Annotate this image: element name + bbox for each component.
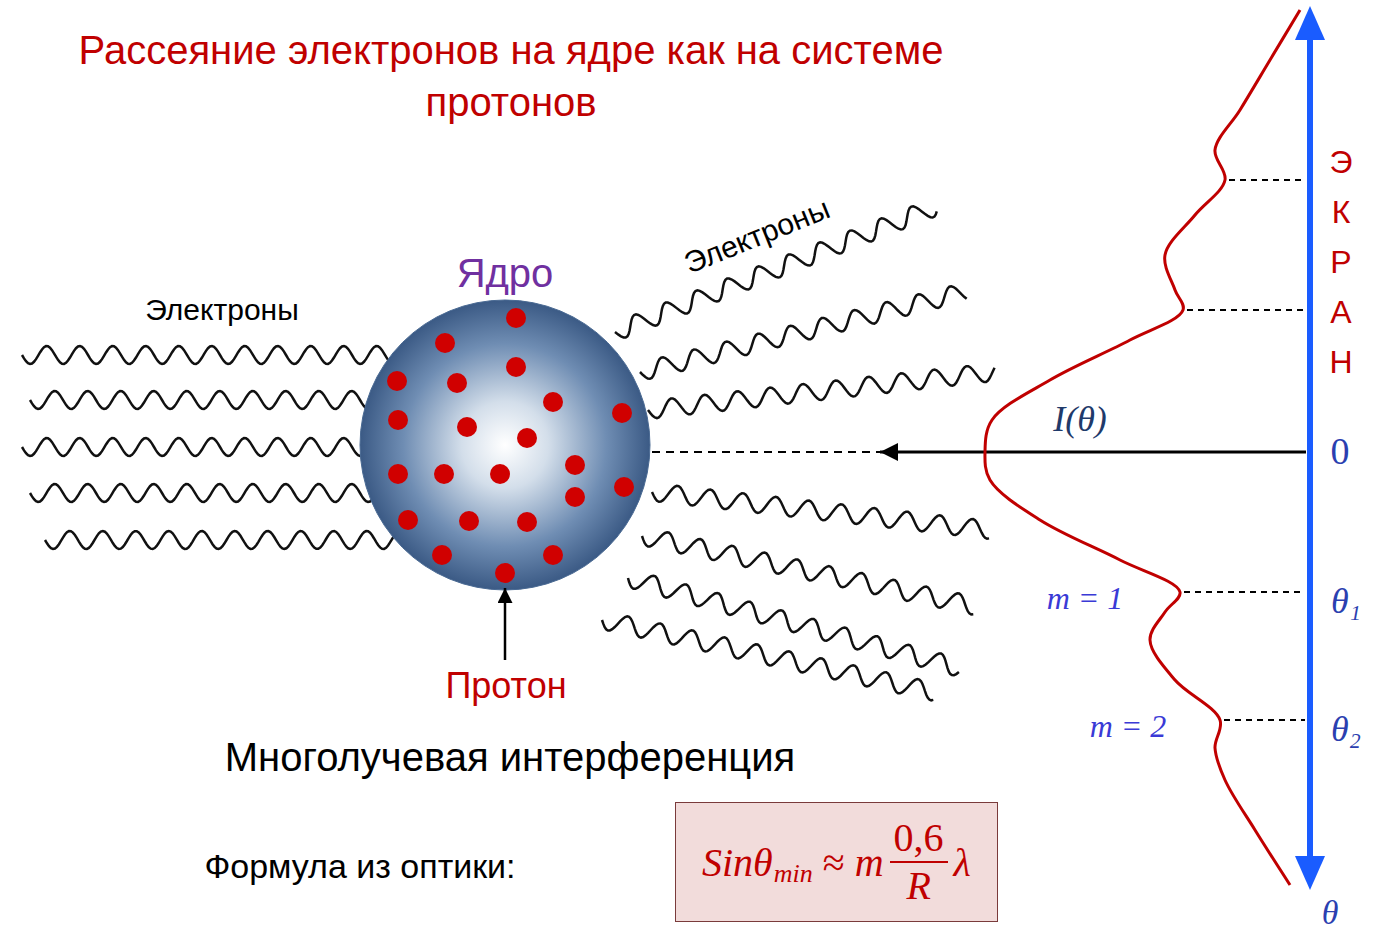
electron-wave bbox=[652, 486, 989, 539]
formula-term: min bbox=[774, 859, 813, 889]
proton-dot bbox=[388, 464, 408, 484]
formula-term: λ bbox=[954, 839, 971, 886]
proton-dot bbox=[434, 464, 454, 484]
proton-pointer bbox=[504, 588, 507, 660]
formula-term: Sinθ bbox=[702, 839, 773, 886]
electron-wave bbox=[22, 438, 410, 456]
proton-dot bbox=[398, 510, 418, 530]
electron-wave bbox=[30, 484, 410, 502]
minimum-leader bbox=[1224, 719, 1305, 721]
proton-dot bbox=[495, 563, 515, 583]
proton-dot bbox=[457, 417, 477, 437]
electron-wave bbox=[30, 391, 410, 409]
formula-term: ≈ bbox=[823, 839, 845, 886]
axis-dashed-line bbox=[652, 451, 880, 453]
part-label: Протон bbox=[445, 664, 566, 707]
electron-wave bbox=[648, 366, 995, 418]
proton-dot bbox=[435, 333, 455, 353]
axis-arrowhead bbox=[1295, 856, 1325, 890]
axis-origin: 0 bbox=[1331, 429, 1350, 475]
title: Рассеяние электронов на ядре как на сист… bbox=[71, 24, 951, 128]
proton-dot bbox=[612, 403, 632, 423]
proton-dot bbox=[490, 464, 510, 484]
screen-label: ЭКРАН bbox=[1325, 137, 1357, 387]
intensity-label: I(θ) bbox=[1053, 398, 1107, 441]
minimum-leader bbox=[1187, 309, 1305, 311]
fraction: 0,6R bbox=[890, 815, 948, 909]
proton-dot bbox=[565, 455, 585, 475]
electron-wave bbox=[628, 576, 959, 675]
angle-label: θ₁ bbox=[1331, 580, 1361, 623]
intensity-arrow bbox=[880, 451, 1306, 454]
nucleus: Ядро bbox=[355, 245, 655, 595]
proton-dot bbox=[506, 357, 526, 377]
axis-name: θ bbox=[1322, 893, 1339, 934]
electron-wave bbox=[640, 286, 967, 379]
proton-dot bbox=[506, 308, 526, 328]
proton-dot bbox=[543, 392, 563, 412]
proton-dot bbox=[432, 545, 452, 565]
formula-intro: Формула из оптики: bbox=[204, 846, 515, 887]
proton-dot bbox=[388, 410, 408, 430]
formula-box: Sinθmin ≈m0,6Rλ bbox=[675, 802, 998, 922]
order-label: m = 1 bbox=[1047, 579, 1124, 617]
proton-dot bbox=[614, 477, 634, 497]
proton-dot bbox=[517, 428, 537, 448]
proton-dot bbox=[565, 487, 585, 507]
axis-arrowhead bbox=[1295, 6, 1325, 40]
incoming-waves bbox=[22, 346, 410, 549]
proton-dot bbox=[447, 373, 467, 393]
screen-axis bbox=[1307, 30, 1313, 868]
proton-dot bbox=[517, 512, 537, 532]
caption-note: Многолучевая интерференция bbox=[225, 733, 795, 781]
minimum-leader bbox=[1229, 179, 1305, 181]
node-heading: Ядро bbox=[355, 245, 655, 297]
electron-wave bbox=[642, 532, 973, 614]
proton-dot bbox=[459, 511, 479, 531]
wave-label: Электроны bbox=[145, 292, 298, 328]
electron-wave bbox=[45, 531, 410, 549]
minimum-leader bbox=[1184, 591, 1305, 593]
electron-wave bbox=[602, 616, 933, 700]
formula-term: m bbox=[855, 839, 884, 886]
formula-term: 0,6 bbox=[890, 815, 948, 863]
nucleus-circle bbox=[360, 300, 650, 590]
intensity-curve bbox=[985, 10, 1300, 885]
proton-dot bbox=[387, 371, 407, 391]
electron-wave bbox=[22, 346, 410, 364]
nucleus-shape bbox=[355, 245, 655, 595]
order-label: m = 2 bbox=[1090, 707, 1167, 745]
proton-dot bbox=[543, 545, 563, 565]
angle-label: θ₂ bbox=[1331, 708, 1361, 751]
formula-term: R bbox=[902, 863, 934, 909]
